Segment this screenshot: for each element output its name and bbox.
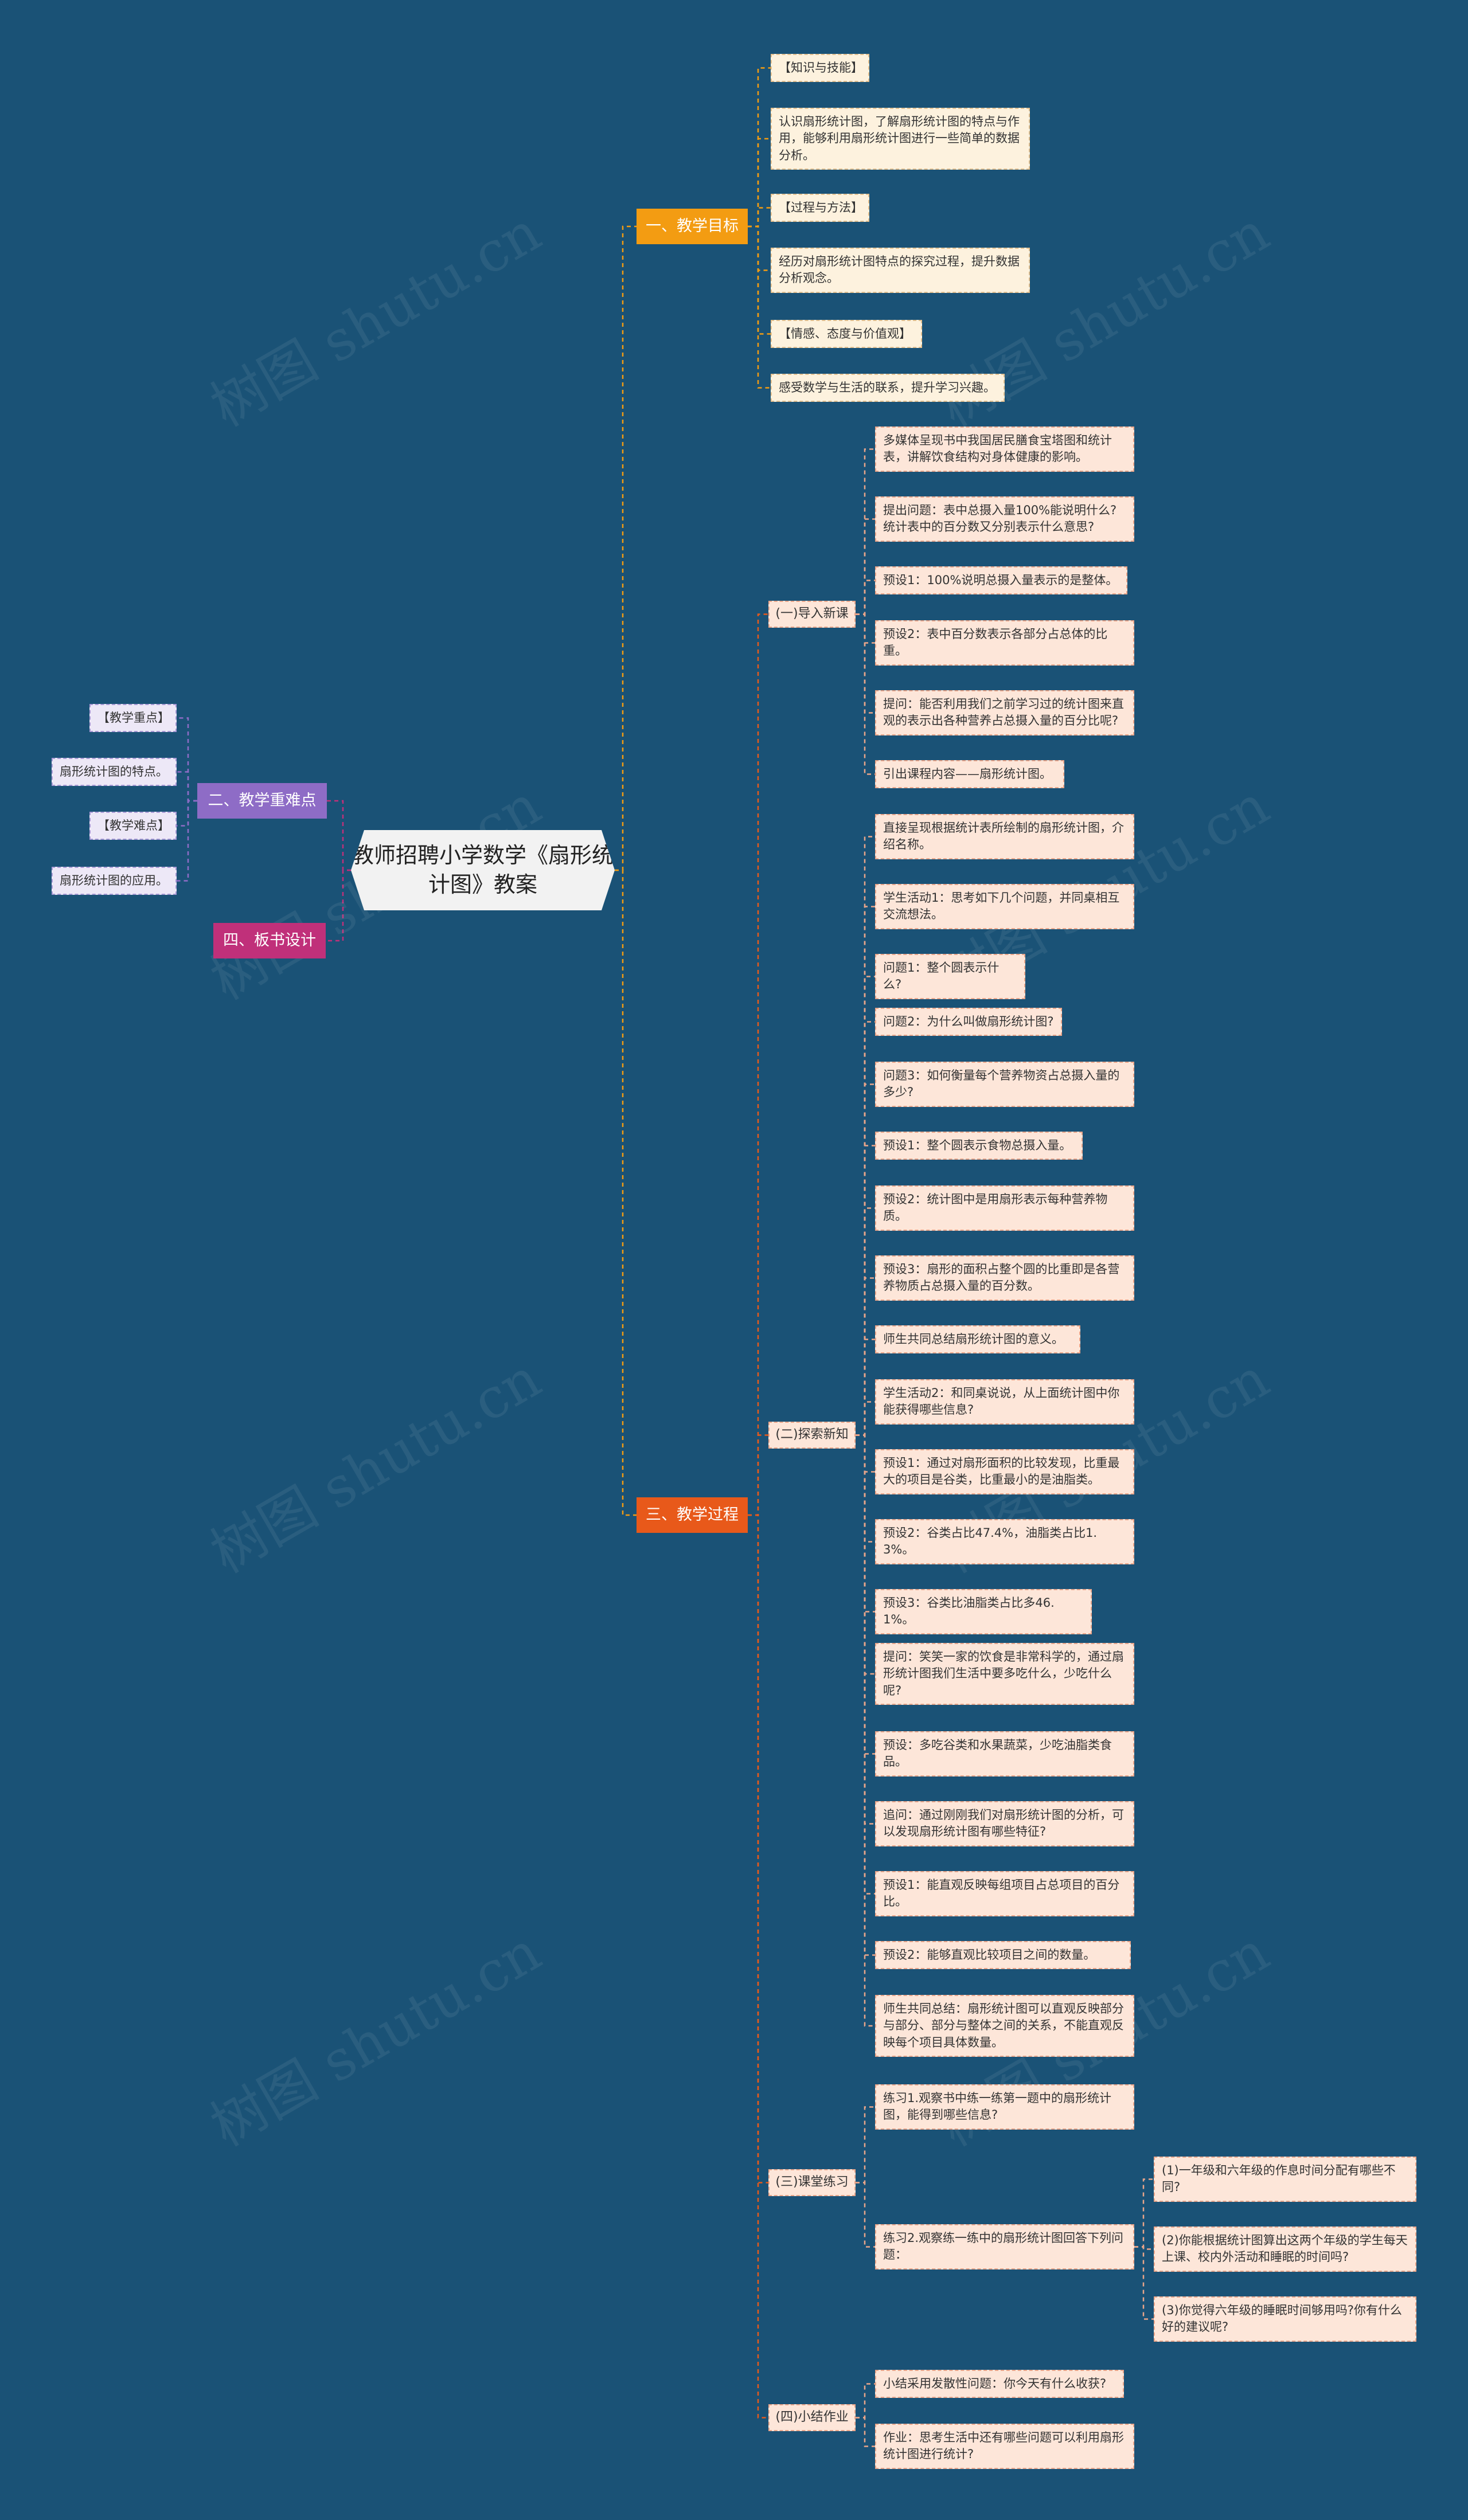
intro-item[interactable]: 多媒体呈现书中我国居民膳食宝塔图和统计表，讲解饮食结构对身体健康的影响。 — [875, 426, 1134, 472]
explore-item[interactable]: 预设2：谷类占比47.4%，油脂类占比1.3%。 — [875, 1519, 1134, 1564]
root-topic[interactable]: 教师招聘小学数学《扇形统计图》教案 — [351, 830, 615, 910]
keypoint-item[interactable]: 【教学难点】 — [89, 812, 177, 840]
goal-item[interactable]: 【知识与技能】 — [771, 54, 869, 83]
explore-item[interactable]: 追问：通过刚刚我们对扇形统计图的分析，可以发现扇形统计图有哪些特征? — [875, 1801, 1134, 1846]
connector-line — [177, 800, 197, 827]
practice2-question[interactable]: (2)你能根据统计图算出这两个年级的学生每天上课、校内外活动和睡眠的时间吗? — [1154, 2226, 1416, 2272]
branch-board-design[interactable]: 四、板书设计 — [213, 923, 326, 958]
explore-item[interactable]: 问题1：整个圆表示什么? — [875, 954, 1025, 999]
connector-line — [615, 869, 637, 1516]
connector-line — [326, 869, 351, 942]
connector-line — [177, 717, 197, 802]
intro-item[interactable]: 预设2：表中百分数表示各部分占总体的比重。 — [875, 620, 1134, 666]
connector-line — [327, 800, 351, 871]
practice2-question[interactable]: (3)你觉得六年级的睡眠时间够用吗?你有什么好的建议呢? — [1154, 2296, 1416, 2342]
explore-item[interactable]: 师生共同总结扇形统计图的意义。 — [875, 1325, 1080, 1354]
explore-item[interactable]: 问题3：如何衡量每个营养物资占总摄入量的多少? — [875, 1062, 1134, 1107]
connector-line — [748, 138, 771, 228]
keypoint-item[interactable]: 【教学重点】 — [89, 704, 177, 733]
intro-item[interactable]: 提出问题：表中总摄入量100%能说明什么?统计表中的百分数又分别表示什么意思? — [875, 496, 1134, 542]
branch-teaching-goals[interactable]: 一、教学目标 — [637, 209, 748, 244]
practice2-question[interactable]: (1)一年级和六年级的作息时间分配有哪些不同? — [1154, 2157, 1416, 2202]
explore-item[interactable]: 预设3：谷类比油脂类占比多46.1%。 — [875, 1589, 1092, 1634]
connector-line — [856, 1434, 875, 2027]
explore-item[interactable]: 预设2：能够直观比较项目之间的数量。 — [875, 1941, 1131, 1970]
connector-line — [748, 1514, 768, 2419]
explore-item[interactable]: 学生活动2：和同桌说说，从上面统计图中你能获得哪些信息? — [875, 1379, 1134, 1425]
connector-line — [1134, 2178, 1154, 2248]
goal-item[interactable]: 认识扇形统计图，了解扇形统计图的特点与作用，能够利用扇形统计图进行一些简单的数据… — [771, 108, 1030, 170]
explore-item[interactable]: 师生共同总结：扇形统计图可以直观反映部分与部分、部分与整体之间的关系，不能直观反… — [875, 1995, 1134, 2057]
explore-item[interactable]: 预设1：通过对扇形面积的比较发现，比重最大的项目是谷类，比重最小的是油脂类。 — [875, 1449, 1134, 1494]
goal-item[interactable]: 感受数学与生活的联系，提升学习兴趣。 — [771, 374, 1005, 402]
connector-line — [856, 1401, 875, 1436]
intro-item[interactable]: 引出课程内容——扇形统计图。 — [875, 760, 1064, 789]
branch-key-difficult-points[interactable]: 二、教学重难点 — [197, 783, 327, 819]
intro-item[interactable]: 提问：能否利用我们之前学习过的统计图来直观的表示出各种营养占总摄入量的百分比呢? — [875, 690, 1134, 735]
connector-line — [748, 225, 771, 271]
explore-item[interactable]: 学生活动1：思考如下几个问题，并同桌相互交流想法。 — [875, 884, 1134, 929]
practice-item[interactable]: 练习1.观察书中练一练第一题中的扇形统计图，能得到哪些信息? — [875, 2084, 1134, 2130]
sub-topic-summary[interactable]: (四)小结作业 — [768, 2404, 856, 2431]
sub-topic-explore[interactable]: (二)探索新知 — [768, 1422, 856, 1449]
goal-item[interactable]: 【情感、态度与价值观】 — [771, 320, 922, 349]
keypoint-item[interactable]: 扇形统计图的应用。 — [52, 867, 177, 895]
connector-line — [856, 1083, 875, 1436]
sub-topic-intro[interactable]: (一)导入新课 — [768, 601, 856, 628]
connector-line — [748, 1434, 768, 1516]
practice-item[interactable]: 练习2.观察练一练中的扇形统计图回答下列问题： — [875, 2224, 1134, 2269]
connector-line — [856, 2182, 875, 2248]
connector-line — [177, 771, 197, 802]
connector-line — [856, 1277, 875, 1436]
goal-item[interactable]: 【过程与方法】 — [771, 194, 869, 222]
connector-line — [856, 613, 875, 775]
explore-item[interactable]: 预设：多吃谷类和水果蔬菜，少吃油脂类食品。 — [875, 1731, 1134, 1776]
explore-item[interactable]: 直接呈现根据统计表所绘制的扇形统计图，介绍名称。 — [875, 814, 1134, 859]
explore-item[interactable]: 预设3：扇形的面积占整个圆的比重即是各营养物质占总摄入量的百分数。 — [875, 1255, 1134, 1301]
explore-item[interactable]: 预设1：整个圆表示食物总摄入量。 — [875, 1132, 1083, 1160]
explore-item[interactable]: 预设2：统计图中是用扇形表示每种营养物质。 — [875, 1185, 1134, 1231]
connector-line — [856, 1021, 875, 1436]
connector-line — [748, 225, 771, 389]
explore-item[interactable]: 问题2：为什么叫做扇形统计图? — [875, 1008, 1062, 1036]
summary-item[interactable]: 作业：思考生活中还有哪些问题可以利用扇形统计图进行统计? — [875, 2424, 1134, 2469]
explore-item[interactable]: 预设1：能直观反映每组项目占总项目的百分比。 — [875, 1871, 1134, 1916]
explore-item[interactable]: 提问：笑笑一家的饮食是非常科学的，通过扇形统计图我们生活中要多吃什么，少吃什么呢… — [875, 1643, 1134, 1705]
branch-teaching-process[interactable]: 三、教学过程 — [637, 1497, 748, 1533]
connector-line — [856, 580, 875, 615]
connector-line — [856, 613, 875, 714]
connector-line — [748, 67, 771, 228]
connector-line — [856, 2383, 875, 2419]
keypoint-item[interactable]: 扇形统计图的特点。 — [52, 758, 177, 786]
connector-line — [1134, 2246, 1154, 2320]
connector-line — [748, 207, 771, 228]
intro-item[interactable]: 预设1：100%说明总摄入量表示的是整体。 — [875, 566, 1127, 595]
summary-item[interactable]: 小结采用发散性问题：你今天有什么收获? — [875, 2370, 1124, 2398]
connector-line — [856, 2106, 875, 2184]
sub-topic-practice[interactable]: (三)课堂练习 — [768, 2169, 856, 2196]
connector-line — [856, 1434, 875, 1755]
connector-line — [856, 2417, 875, 2447]
connector-line — [748, 613, 768, 1516]
connector-line — [748, 225, 771, 335]
connector-line — [177, 800, 197, 882]
connector-line — [615, 225, 637, 871]
goal-item[interactable]: 经历对扇形统计图特点的探究过程，提升数据分析观念。 — [771, 248, 1030, 293]
